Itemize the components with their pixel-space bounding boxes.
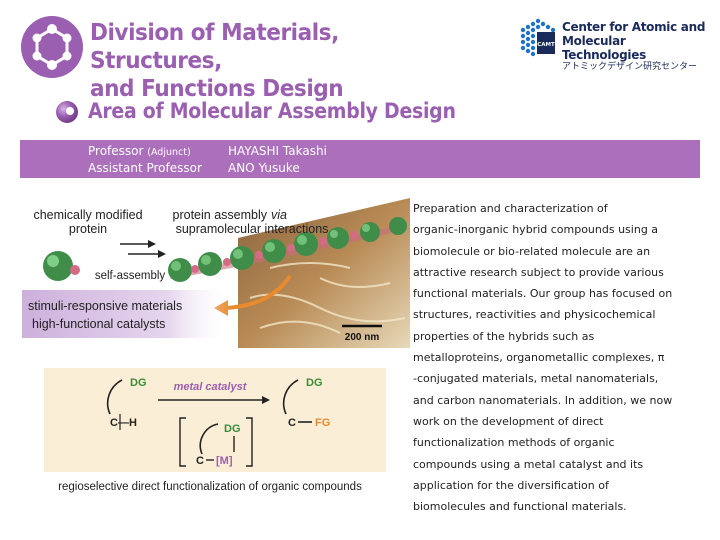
description-line: and carbon nanomaterials. In addition, w…	[413, 393, 673, 407]
scale-bar-label: 200 nm	[345, 332, 380, 343]
assembly-arrows	[120, 240, 166, 258]
dg-left: DG	[130, 377, 147, 389]
application-box	[22, 290, 232, 338]
application-line2: high-functional catalysts	[32, 317, 165, 331]
dg-intermediate: DG	[224, 423, 241, 435]
description-line: organic-inorganic hybrid compounds using…	[413, 223, 659, 237]
curved-arrow	[224, 274, 292, 310]
label-protein-assembly-2: supramolecular interactions	[176, 222, 329, 236]
description-line: compounds using a metal catalyst and its	[413, 457, 644, 471]
staff-role: Assistant Professor	[88, 161, 202, 175]
staff-name: ANO Yusuke	[228, 161, 300, 175]
description-line: biomolecules and functional materials.	[413, 500, 627, 514]
scheme-background	[44, 368, 386, 472]
metal-fragment: [M]	[216, 455, 233, 467]
description-line: attractive research subject to provide v…	[413, 265, 664, 279]
staff-name: HAYASHI Takashi	[228, 144, 327, 158]
area-title: Area of Molecular Assembly Design	[88, 99, 456, 123]
description-line: -conjugated materials, metal nanomateria…	[413, 372, 659, 386]
description-line: Preparation and characterization of	[413, 202, 608, 215]
description: Preparation and characterization of orga…	[413, 198, 703, 517]
arrow-label-catalyst: metal catalyst	[174, 381, 248, 393]
description-line: functionalization methods of organic	[413, 436, 615, 450]
staff-role: Professor (Adjunct)	[88, 144, 191, 158]
application-line1: stimuli-responsive materials	[28, 299, 182, 313]
description-line: biomolecule or bio-related molecule are …	[413, 244, 651, 258]
label-modified-protein-1: chemically modified	[33, 208, 142, 222]
org-name: Center for Atomic and Molecular Technolo…	[562, 20, 712, 73]
c-atom-right: C	[288, 417, 296, 429]
org-name-line1: Center for Atomic and	[562, 20, 706, 34]
fg-group: FG	[315, 417, 330, 429]
label-self-assembly: self-assembly	[95, 270, 166, 282]
camt-cube-logo-icon: CAMT	[520, 18, 556, 57]
description-line: structures, reactivities and physicochem…	[413, 308, 656, 322]
description-line: application for the diversification of	[413, 478, 609, 492]
description-line: metalloproteins, organometallic complexe…	[413, 351, 665, 365]
protein-assembly-figure: chemically modified protein protein asse…	[22, 198, 410, 348]
protein-chain	[168, 217, 407, 282]
description-line: functional materials. Our group has focu…	[413, 287, 673, 301]
label-protein-assembly-1: protein assembly	[173, 208, 268, 222]
division-title-line2: and Functions Design	[90, 74, 344, 102]
division-title-line1: Division of Materials, Structures,	[90, 18, 339, 74]
label-via: via	[271, 208, 287, 222]
modified-protein	[43, 251, 80, 281]
scheme-caption: regioselective direct functionalization …	[58, 481, 362, 493]
reaction-scheme: DG C—H metal catalyst DG C FG DG C [M] r…	[44, 368, 386, 493]
purple-sphere-icon	[56, 101, 78, 123]
ch-bond: C—H	[110, 417, 137, 429]
label-modified-protein-2: protein	[69, 222, 107, 236]
staff-role-note: (Adjunct)	[147, 147, 191, 158]
c-atom-intermediate: C	[196, 455, 204, 467]
camt-logo-text: CAMT	[537, 42, 555, 48]
org-name-line2: Molecular Technologies	[562, 34, 646, 62]
description-line: work on the development of direct	[413, 414, 604, 428]
division-title: Division of Materials, Structures, and F…	[90, 18, 476, 102]
org-name-jp: アトミックデザイン研究センター	[562, 62, 698, 72]
description-line: properties of the hybrids such as	[413, 329, 595, 343]
dg-right: DG	[306, 377, 323, 389]
molecule-hexagon-icon	[21, 16, 83, 78]
staff-bar: Professor (Adjunct) HAYASHI Takashi Assi…	[20, 140, 700, 178]
